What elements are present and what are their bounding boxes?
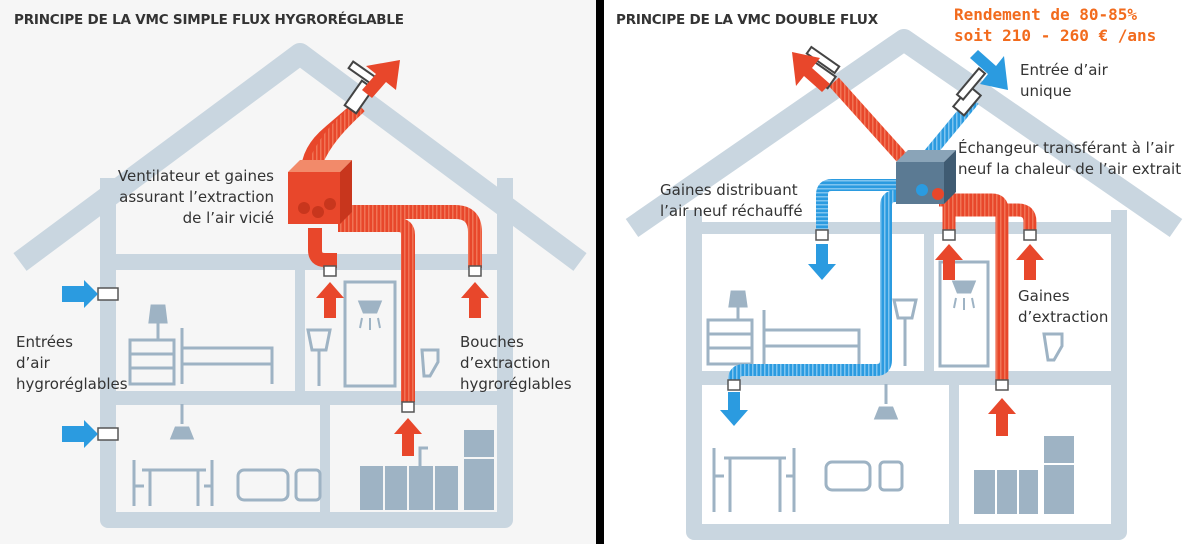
- double-flux-illustration: [625, 29, 1183, 540]
- furniture: [128, 280, 494, 510]
- exchanger-label: Échangeur transférant à l’air neuf la ch…: [958, 139, 1182, 178]
- stale-air-arrow: [316, 282, 344, 318]
- extraction-ducts-label: Gaines d’extraction: [1018, 287, 1109, 326]
- inlets-label: Entrées d’air hygroréglables: [16, 333, 128, 393]
- left-panel-title: PRINCIPE DE LA VMC SIMPLE FLUX HYGRORÉGL…: [14, 12, 404, 28]
- stale-air-arrows: [316, 60, 489, 456]
- stale-air-arrows: [792, 52, 1044, 436]
- heat-exchanger: [896, 150, 956, 204]
- right-panel-title: PRINCIPE DE LA VMC DOUBLE FLUX: [616, 12, 878, 28]
- supply-ducts-label: Gaines distribuant l’air neuf réchauffé: [660, 181, 803, 220]
- stale-air-arrow: [988, 398, 1016, 436]
- performance-note: Rendement de 80-85% soit 210 - 260 € /an…: [954, 5, 1157, 45]
- fan-unit: [288, 160, 352, 224]
- stale-air-arrow: [935, 244, 963, 280]
- fan-label: Ventilateur et gaines assurant l’extract…: [117, 167, 274, 227]
- single-inlet-label: Entrée d’air unique: [1020, 61, 1108, 100]
- extract-label: Bouches d’extraction hygroréglables: [460, 333, 572, 393]
- stale-air-arrow: [461, 282, 489, 318]
- fresh-air-arrow: [970, 50, 1008, 90]
- fresh-air-arrows: [720, 50, 1008, 426]
- house-outline: [13, 43, 587, 528]
- stale-air-arrow: [362, 60, 400, 98]
- fresh-air-arrows: [62, 280, 98, 448]
- fresh-air-arrow: [62, 280, 98, 308]
- vents: [727, 229, 1037, 391]
- fresh-air-arrow: [808, 244, 836, 280]
- simple-flux-illustration: [13, 43, 587, 528]
- simple-flux-panel: PRINCIPE DE LA VMC SIMPLE FLUX HYGRORÉGL…: [0, 0, 596, 544]
- extraction-vents: [323, 265, 482, 413]
- furniture: [706, 260, 1074, 514]
- extraction-ducts: [829, 77, 1037, 382]
- roof-caps: [804, 45, 987, 117]
- stale-air-arrow: [394, 418, 422, 456]
- fresh-air-arrow: [62, 420, 98, 448]
- stale-air-arrow: [792, 52, 830, 92]
- fresh-air-arrow: [720, 392, 748, 426]
- house-outline: [625, 29, 1183, 540]
- double-flux-panel: PRINCIPE DE LA VMC DOUBLE FLUX Rendement…: [604, 0, 1200, 544]
- stale-air-arrow: [1016, 244, 1044, 280]
